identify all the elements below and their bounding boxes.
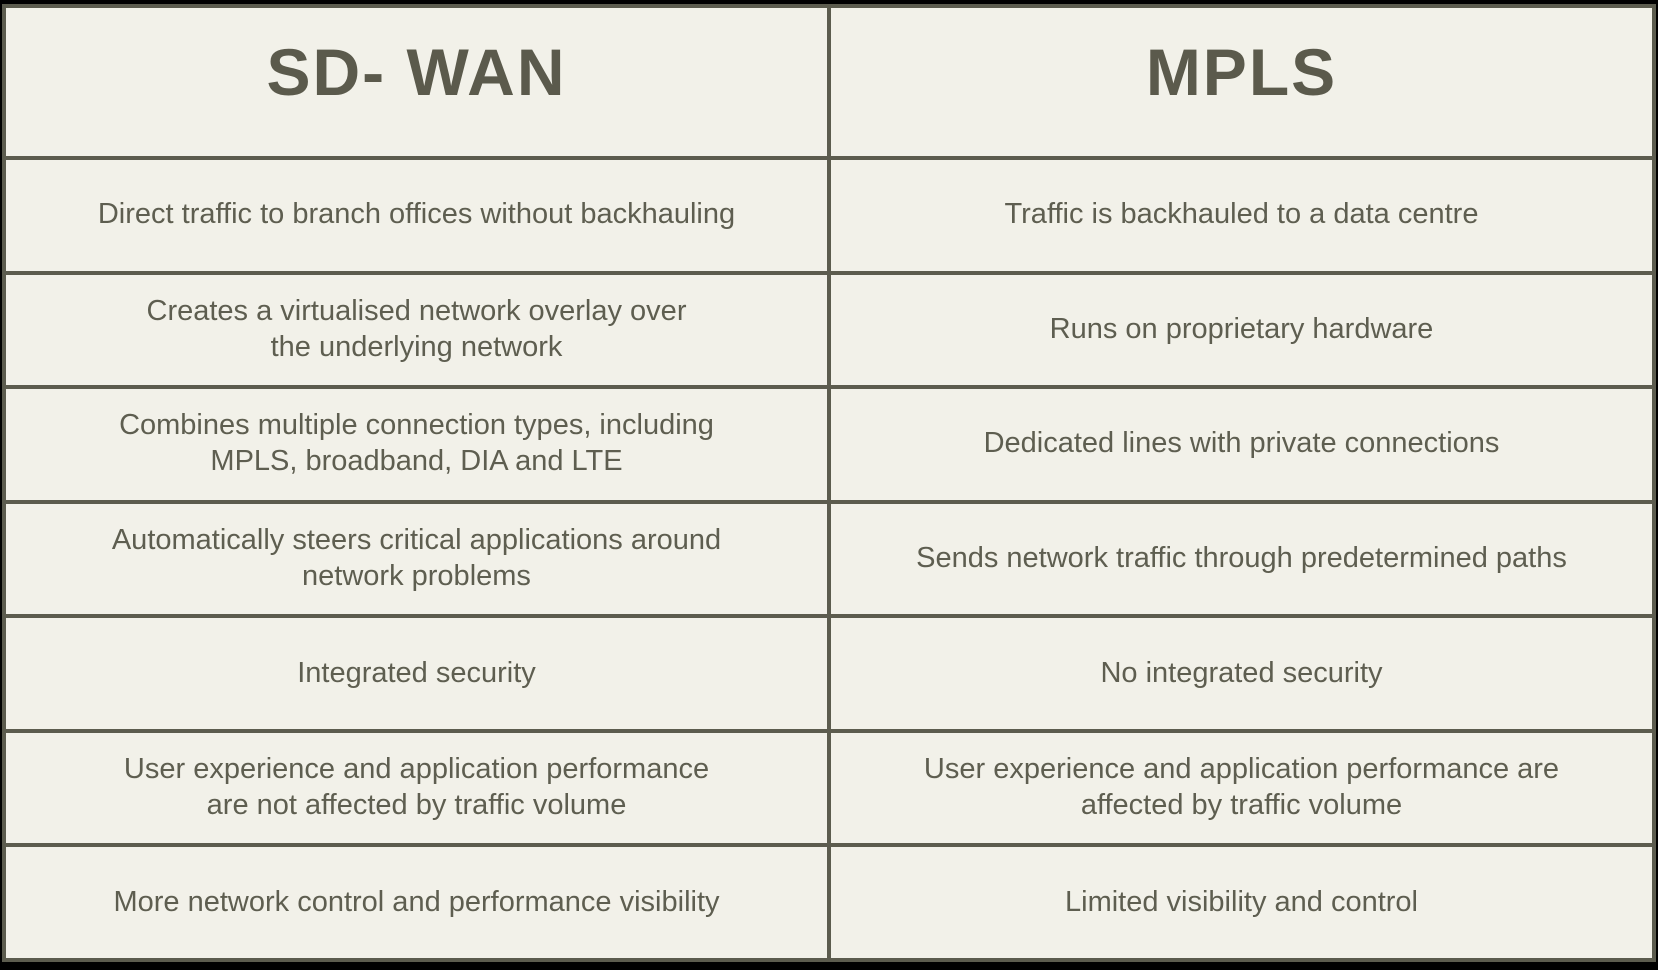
cell-mpls-row-6: User experience and application performa… — [831, 732, 1652, 844]
column-header-mpls: MPLS — [831, 8, 1652, 156]
cell-mpls-row-4: Sends network traffic through predetermi… — [831, 503, 1652, 615]
cell-sdwan-row-3: Combines multiple connection types, incl… — [6, 389, 827, 500]
cell-mpls-row-1: Traffic is backhauled to a data centre — [831, 160, 1652, 271]
comparison-table-frame: SD- WAN MPLS Direct traffic to branch of… — [2, 4, 1656, 962]
column-header-sdwan: SD- WAN — [6, 8, 827, 156]
cell-sdwan-row-2: Creates a virtualised network overlay ov… — [6, 274, 827, 386]
comparison-table: SD- WAN MPLS Direct traffic to branch of… — [2, 4, 1656, 962]
cell-sdwan-row-6: User experience and application performa… — [6, 732, 827, 844]
cell-sdwan-row-7: More network control and performance vis… — [6, 847, 827, 958]
cell-mpls-row-5: No integrated security — [831, 618, 1652, 729]
cell-mpls-row-3: Dedicated lines with private connections — [831, 389, 1652, 500]
cell-sdwan-row-5: Integrated security — [6, 618, 827, 729]
cell-sdwan-row-1: Direct traffic to branch offices without… — [6, 160, 827, 271]
cell-mpls-row-7: Limited visibility and control — [831, 847, 1652, 958]
cell-mpls-row-2: Runs on proprietary hardware — [831, 274, 1652, 386]
cell-sdwan-row-4: Automatically steers critical applicatio… — [6, 503, 827, 615]
